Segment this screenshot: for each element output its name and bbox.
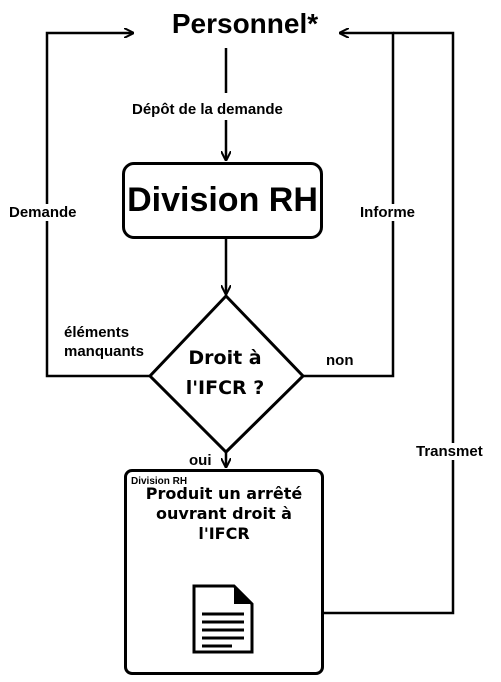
informe-label: Informe [358, 204, 418, 221]
result-box: Division RH Produit un arrêté ouvrant dr… [124, 469, 324, 675]
depot-label: Dépôt de la demande [132, 101, 283, 118]
personnel-title: Personnel* [171, 8, 319, 39]
decision-text: Droit à l'IFCR ? [160, 343, 290, 403]
demande-label: Demande [9, 204, 77, 221]
document-icon [192, 584, 254, 654]
transmet-label: Transmet [416, 443, 483, 460]
oui-label: oui [189, 452, 212, 469]
elements-label-line1: éléments [64, 324, 130, 341]
decision-line1: Droit à [188, 347, 262, 369]
result-line2: ouvrant droit à [156, 504, 292, 523]
division-rh-label: Division RH [127, 181, 318, 219]
result-line1: Produit un arrêté [145, 484, 303, 503]
arrow-transmet-loop [324, 31, 455, 615]
result-box-text: Produit un arrêté ouvrant droit à l'IFCR [127, 484, 321, 544]
result-line3: l'IFCR [198, 524, 250, 543]
decision-line2: l'IFCR ? [185, 377, 265, 399]
non-label: non [326, 352, 354, 369]
division-rh-box: Division RH [122, 162, 323, 239]
decision-diamond [147, 293, 306, 455]
elements-label-line2: manquants [64, 343, 145, 360]
result-box-header: Division RH [131, 476, 188, 487]
